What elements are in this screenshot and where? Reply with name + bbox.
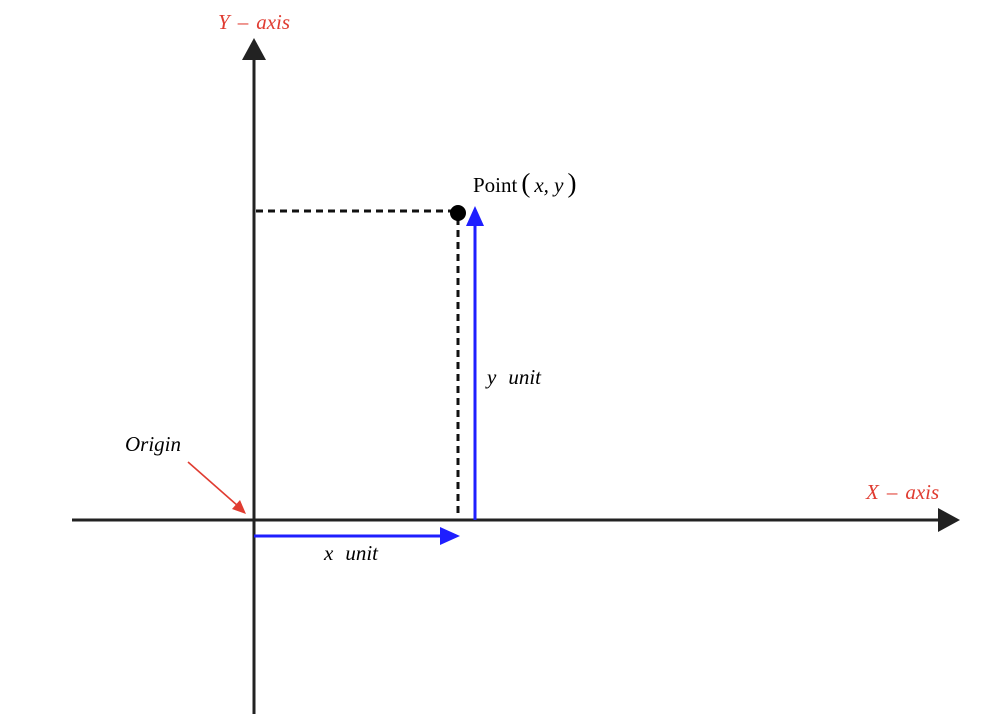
x-axis-label: X – axis	[865, 480, 939, 504]
y-axis-label: Y – axis	[218, 10, 290, 34]
y-unit-label-var: y	[485, 365, 497, 389]
x-unit-label: x unit	[323, 541, 379, 565]
point-label: Point ( x, y )	[473, 168, 577, 198]
x-axis-label-letter: X	[865, 480, 880, 504]
origin-pointer	[187, 461, 246, 514]
x-axis-label-word: axis	[905, 480, 939, 504]
y-unit-arrow	[466, 206, 484, 520]
x-unit-arrowhead	[440, 527, 460, 545]
x-axis-label-dash: –	[886, 480, 898, 504]
y-axis-label-dash: –	[237, 10, 249, 34]
x-unit-arrow	[254, 527, 460, 545]
y-unit-arrowhead	[466, 206, 484, 226]
point-label-open-paren: (	[521, 168, 530, 198]
point-label-close-paren: )	[568, 168, 577, 198]
x-unit-label-word: unit	[345, 541, 379, 565]
x-axis-arrowhead	[938, 508, 960, 532]
y-unit-label-word: unit	[508, 365, 542, 389]
y-axis-arrowhead	[242, 38, 266, 60]
point-marker	[450, 205, 466, 221]
point-label-word: Point	[473, 173, 518, 197]
origin-pointer-line	[187, 461, 239, 507]
point-label-coords: x, y	[533, 173, 564, 197]
origin-pointer-arrowhead	[232, 500, 246, 514]
y-unit-label: y unit	[485, 365, 542, 389]
y-axis	[242, 38, 266, 714]
y-axis-label-letter: Y	[218, 10, 232, 34]
origin-label: Origin	[125, 432, 181, 456]
x-axis	[72, 508, 960, 532]
y-axis-label-word: axis	[256, 10, 290, 34]
x-unit-label-var: x	[323, 541, 334, 565]
